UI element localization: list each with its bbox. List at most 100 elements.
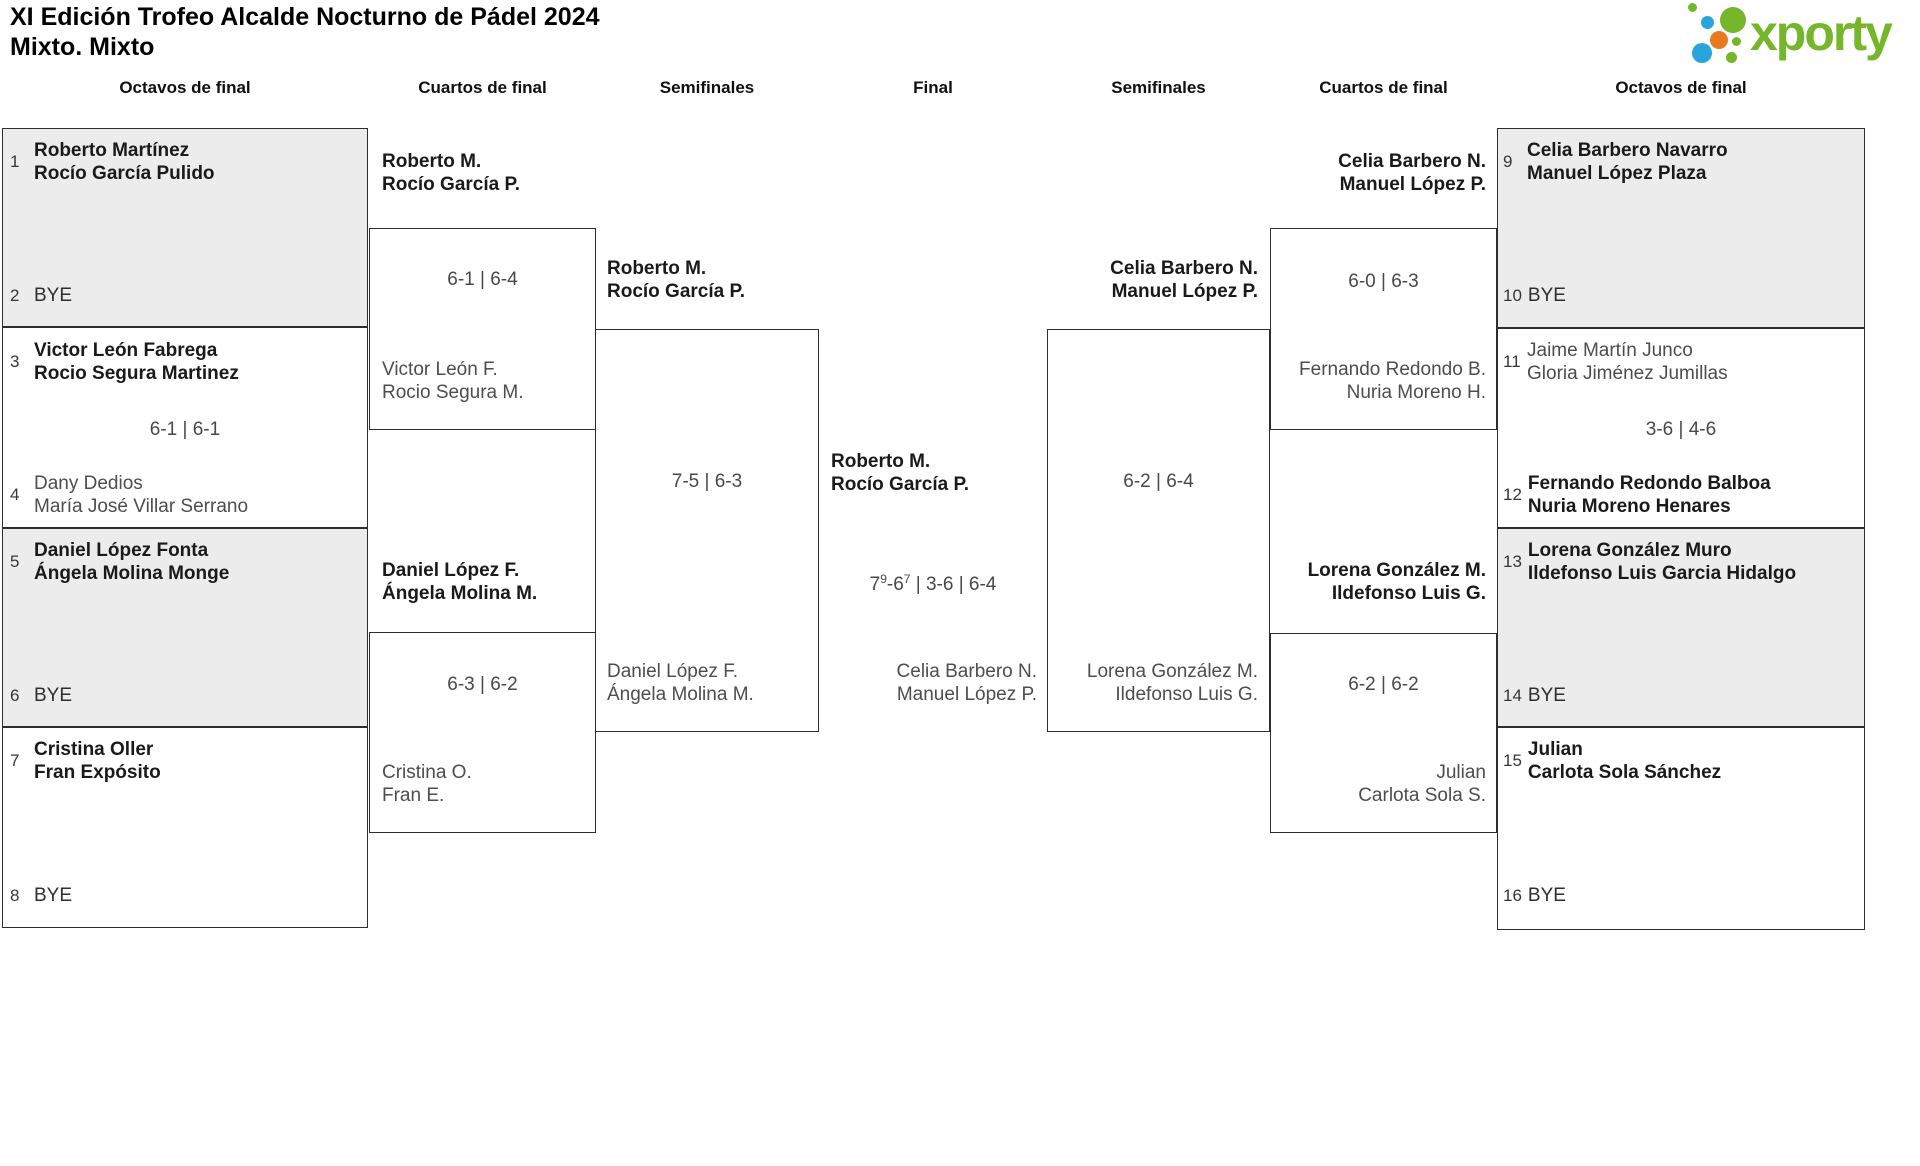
- bracket-entry-seed-15: 15 Julian Carlota Sola Sánchez: [1503, 738, 1721, 784]
- match-box-semifinal-right: [1047, 329, 1270, 732]
- seed-number: 4: [10, 485, 20, 504]
- match-box-octavos-13-14: [1497, 528, 1865, 727]
- logo-dot-icon: [1732, 37, 1741, 46]
- quarterfinal-loser: Cristina O. Fran E.: [382, 761, 472, 807]
- semifinal-winner: Roberto M. Rocío García P.: [607, 257, 745, 303]
- player-name: Roberto M.: [607, 258, 707, 279]
- seed-number: 6: [10, 686, 20, 705]
- bracket-entry-seed-5: 5 Daniel López Fonta Ángela Molina Monge: [10, 539, 229, 585]
- player-name: Rocío García P.: [607, 281, 745, 302]
- seed-number: 11: [1503, 352, 1521, 371]
- player-name: Jaime Martín Junco: [1527, 340, 1693, 361]
- seed-number: 1: [10, 152, 20, 171]
- round-header-octavos-right: Octavos de final: [1615, 78, 1747, 97]
- player-name: Carlota Sola S.: [1358, 785, 1486, 806]
- match-box-octavos-3-4: [2, 327, 368, 528]
- score-tiebreak: 7: [903, 572, 911, 586]
- match-box-cuartos-right-1: [1270, 228, 1497, 430]
- match-score: 6-1 | 6-4: [447, 269, 518, 290]
- player-name: Roberto Martínez: [34, 140, 190, 161]
- final-score: 79-67 | 3-6 | 6-4: [819, 572, 1047, 596]
- player-name: Cristina O.: [382, 762, 472, 783]
- bye-label: BYE: [34, 285, 73, 306]
- round-header-cuartos-right: Cuartos de final: [1319, 78, 1448, 97]
- player-name: Ildefonso Luis Garcia Hidalgo: [1527, 563, 1797, 584]
- player-name: Ángela Molina Monge: [34, 563, 230, 584]
- seed-number: 14: [1503, 686, 1522, 705]
- match-score: 6-2 | 6-4: [1123, 471, 1194, 492]
- player-name: Ildefonso Luis G.: [1331, 583, 1486, 604]
- match-box-octavos-15-16: [1497, 727, 1865, 930]
- quarterfinal-winner: Celia Barbero N. Manuel López P.: [1270, 150, 1486, 196]
- player-name: Victor León F.: [382, 359, 498, 380]
- xporty-logo[interactable]: xporty: [1680, 0, 1920, 75]
- bracket-entry-seed-12: 12 Fernando Redondo Balboa Nuria Moreno …: [1503, 472, 1771, 518]
- logo-dot-icon: [1701, 16, 1714, 29]
- player-name: María José Villar Serrano: [34, 496, 249, 517]
- seed-number: 12: [1503, 485, 1522, 504]
- logo-dot-icon: [1688, 3, 1697, 12]
- bracket-entry-seed-6: 6 BYE: [10, 685, 72, 707]
- round-header-semis-right: Semifinales: [1111, 78, 1206, 97]
- match-box-octavos-5-6: [2, 528, 368, 727]
- bracket-entry-seed-1: 1 Roberto Martínez Rocío García Pulido: [10, 139, 215, 185]
- match-box-cuartos-right-2: [1270, 633, 1497, 833]
- player-name: Celia Barbero Navarro: [1527, 140, 1728, 161]
- player-name: Celia Barbero N.: [896, 661, 1037, 682]
- player-name: Julian: [1436, 762, 1486, 783]
- match-score: 6-3 | 6-2: [447, 674, 518, 695]
- match-box-octavos-11-12: [1497, 328, 1865, 528]
- semifinal-loser: Lorena González M. Ildefonso Luis G.: [1047, 660, 1258, 706]
- player-name: Dany Dedios: [34, 473, 143, 494]
- player-name: Nuria Moreno H.: [1346, 382, 1486, 403]
- player-name: Lorena González Muro: [1527, 540, 1732, 561]
- logo-dot-icon: [1720, 7, 1746, 33]
- player-name: Victor León Fabrega: [34, 340, 218, 361]
- page-subtitle: Mixto. Mixto: [10, 33, 155, 61]
- player-name: Manuel López P.: [1339, 174, 1486, 195]
- match-box-cuartos-left-2: [369, 632, 596, 833]
- semifinal-winner: Celia Barbero N. Manuel López P.: [1047, 257, 1258, 303]
- match-box-octavos-1-2: [2, 128, 368, 327]
- player-name: Rocio Segura Martinez: [34, 363, 239, 384]
- bracket-entry-seed-7: 7 Cristina Oller Fran Expósito: [10, 738, 161, 784]
- score-set: -6: [886, 574, 904, 595]
- seed-number: 7: [10, 751, 20, 770]
- bye-label: BYE: [34, 885, 73, 906]
- player-name: Rocío García Pulido: [34, 163, 215, 184]
- quarterfinal-winner: Lorena González M. Ildefonso Luis G.: [1270, 559, 1486, 605]
- bye-label: BYE: [1527, 885, 1566, 906]
- player-name: Daniel López F.: [607, 661, 738, 682]
- quarterfinal-winner: Roberto M. Rocío García P.: [382, 150, 520, 196]
- seed-number: 10: [1503, 286, 1522, 305]
- player-name: Rocío García P.: [831, 474, 969, 495]
- bracket-entry-seed-2: 2 BYE: [10, 285, 72, 307]
- page-title: XI Edición Trofeo Alcalde Nocturno de Pá…: [10, 3, 600, 31]
- seed-number: 15: [1503, 751, 1522, 770]
- player-name: Ildefonso Luis G.: [1115, 684, 1258, 705]
- player-name: Fernando Redondo Balboa: [1527, 473, 1771, 494]
- final-loser: Celia Barbero N. Manuel López P.: [819, 660, 1037, 706]
- match-box-semifinal-left: [595, 329, 819, 732]
- player-name: Manuel López Plaza: [1527, 163, 1707, 184]
- round-header-final: Final: [913, 78, 953, 97]
- bracket-entry-seed-4: 4 Dany Dedios María José Villar Serrano: [10, 472, 248, 518]
- player-name: Celia Barbero N.: [1338, 151, 1486, 172]
- bracket-entry-seed-11: 11 Jaime Martín Junco Gloria Jiménez Jum…: [1503, 339, 1728, 385]
- quarterfinal-loser: Julian Carlota Sola S.: [1270, 761, 1486, 807]
- bye-label: BYE: [34, 685, 73, 706]
- score-set: | 3-6 | 6-4: [910, 574, 997, 595]
- logo-dot-icon: [1726, 52, 1737, 63]
- bracket-entry-seed-10: 10 BYE: [1503, 285, 1566, 307]
- seed-number: 13: [1503, 552, 1522, 571]
- score-tiebreak: 9: [880, 572, 887, 586]
- logo-wordmark: xporty: [1750, 5, 1893, 61]
- quarterfinal-loser: Victor León F. Rocio Segura M.: [382, 358, 524, 404]
- match-score: 3-6 | 4-6: [1645, 419, 1717, 440]
- round-header-semis-left: Semifinales: [659, 78, 755, 97]
- round-header-octavos-left: Octavos de final: [119, 78, 251, 97]
- player-name: Nuria Moreno Henares: [1527, 496, 1731, 517]
- match-score: 7-5 | 6-3: [671, 471, 743, 492]
- player-name: Rocío García P.: [382, 174, 520, 195]
- seed-number: 8: [10, 886, 20, 905]
